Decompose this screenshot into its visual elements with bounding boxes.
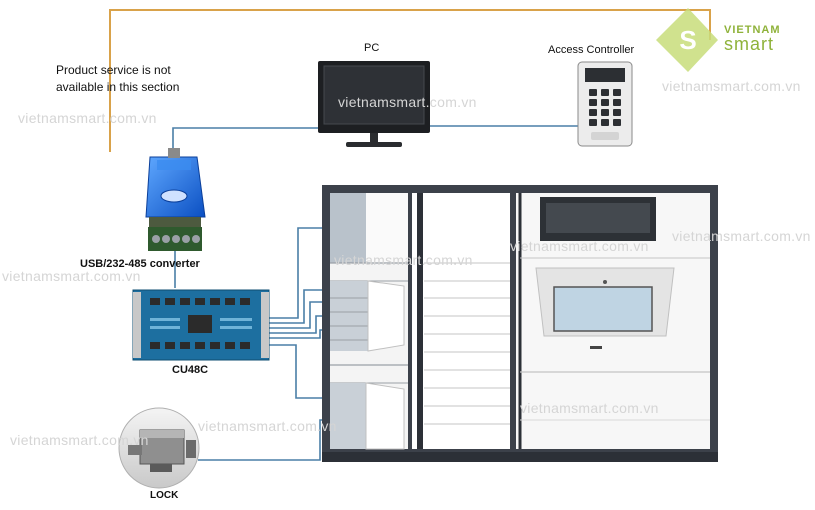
pc-monitor-icon bbox=[318, 61, 430, 147]
watermark: vietnamsmart.com.vn bbox=[520, 400, 659, 416]
lock-icon bbox=[118, 407, 200, 489]
connection-wires bbox=[172, 125, 578, 461]
board-label: CU48C bbox=[172, 364, 209, 376]
watermark: vietnamsmart.com.vn bbox=[198, 418, 337, 434]
vietnamsmart-logo-icon: S bbox=[656, 8, 718, 72]
watermark: vietnamsmart.com.vn bbox=[10, 432, 149, 448]
watermark: vietnamsmart.com.vn bbox=[338, 94, 477, 110]
watermark: vietnamsmart.com.vn bbox=[672, 228, 811, 244]
pc-label: PC bbox=[364, 42, 380, 54]
watermark: vietnamsmart.com.vn bbox=[334, 252, 473, 268]
locker-cabinet bbox=[322, 185, 718, 462]
logo-line1: VIETNAM bbox=[724, 24, 781, 36]
logo-line2: smart bbox=[724, 34, 774, 54]
watermark: vietnamsmart.com.vn bbox=[2, 268, 141, 284]
watermark: vietnamsmart.com.vn bbox=[510, 238, 649, 254]
usb-converter-icon bbox=[145, 148, 206, 251]
svg-text:S: S bbox=[679, 25, 696, 55]
service-note-line2: available in this section bbox=[56, 80, 180, 94]
service-section-frame bbox=[109, 9, 711, 152]
access-controller-icon bbox=[577, 61, 633, 147]
converter-label: USB/232-485 converter bbox=[80, 258, 200, 270]
lock-label: LOCK bbox=[150, 490, 179, 501]
access-controller-label: Access Controller bbox=[548, 44, 635, 56]
service-note-line1: Product service is not bbox=[56, 63, 171, 77]
cu48c-board-icon bbox=[132, 289, 270, 361]
watermark: vietnamsmart.com.vn bbox=[18, 110, 157, 126]
watermark: vietnamsmart.com.vn bbox=[662, 78, 801, 94]
